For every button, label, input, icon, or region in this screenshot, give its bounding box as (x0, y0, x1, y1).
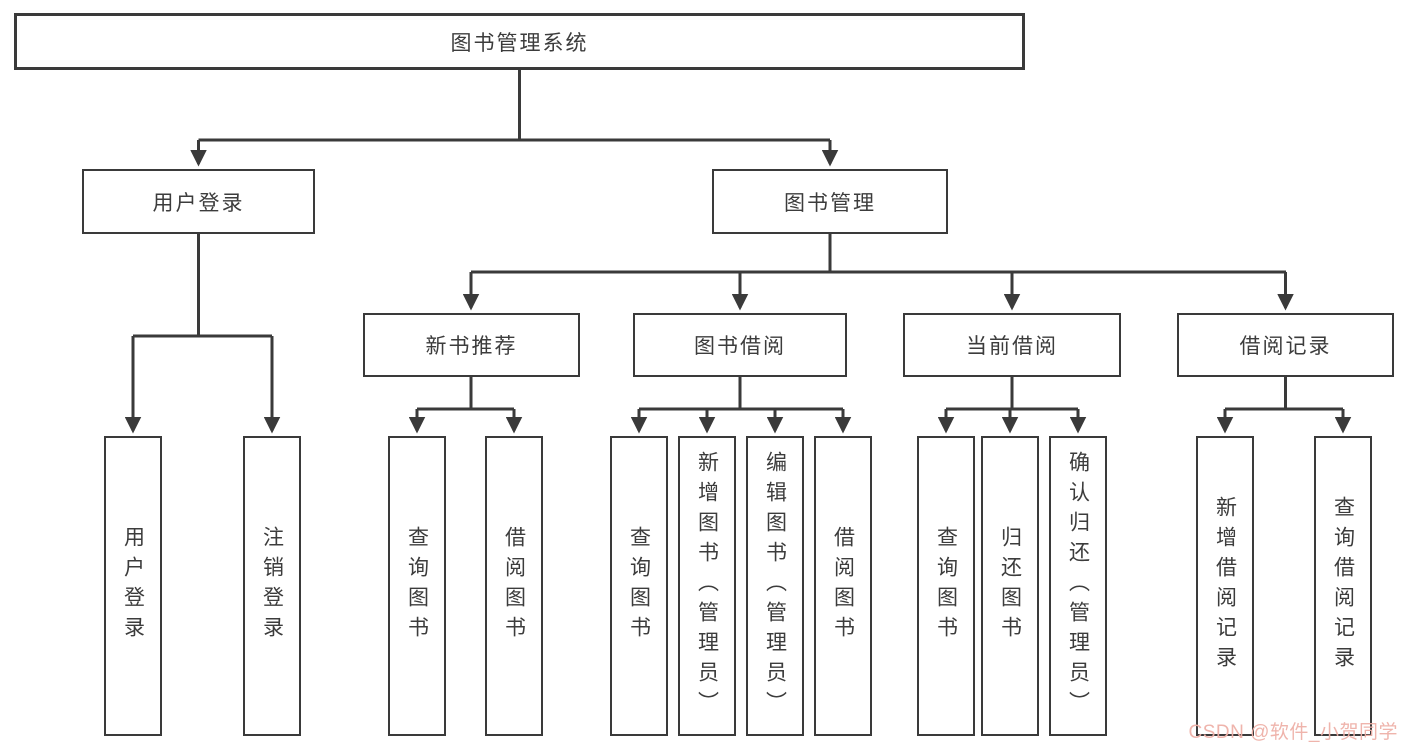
node-label: 借阅记录 (1239, 335, 1332, 358)
node-label: 查询图书 (627, 526, 651, 646)
node-label: 归还图书 (998, 526, 1022, 646)
node-book-management-branch: 图书管理 (712, 169, 948, 234)
node-leaf-query-books-borrowing: 查询图书 (610, 436, 668, 736)
node-root-library-system: 图书管理系统 (14, 13, 1025, 70)
node-new-book-recommend: 新书推荐 (363, 313, 580, 377)
node-label: 新书推荐 (425, 335, 518, 358)
node-leaf-query-books-current: 查询图书 (917, 436, 975, 736)
csdn-watermark: CSDN @软件_小贺同学 (1188, 722, 1398, 743)
connector-arrows (124, 140, 1352, 434)
node-leaf-logout: 注销登录 (243, 436, 301, 736)
node-current-borrowing: 当前借阅 (903, 313, 1121, 377)
node-book-borrowing: 图书借阅 (633, 313, 847, 377)
node-leaf-return-books: 归还图书 (981, 436, 1039, 736)
node-leaf-query-borrow-record: 查询借阅记录 (1314, 436, 1372, 736)
node-label: 编辑图书（管理员） (763, 451, 787, 721)
node-user-login-branch: 用户登录 (82, 169, 315, 234)
node-label: 新增图书（管理员） (695, 451, 719, 721)
node-leaf-add-borrow-record: 新增借阅记录 (1196, 436, 1254, 736)
node-label: 当前借阅 (966, 335, 1058, 358)
node-leaf-borrow-books-recommend: 借阅图书 (485, 436, 543, 736)
node-label: 借阅图书 (831, 526, 855, 646)
node-label: 查询图书 (934, 526, 958, 646)
node-label: 用户登录 (121, 526, 145, 646)
node-label: 查询图书 (405, 526, 429, 646)
node-label: 注销登录 (260, 526, 284, 646)
node-label: 用户登录 (152, 191, 245, 215)
node-leaf-add-books-admin: 新增图书（管理员） (678, 436, 736, 736)
node-label: 查询借阅记录 (1331, 496, 1355, 676)
node-leaf-user-login: 用户登录 (104, 436, 162, 736)
connector-trunks (133, 70, 1343, 411)
node-label: 借阅图书 (502, 526, 526, 646)
node-leaf-query-books-recommend: 查询图书 (388, 436, 446, 736)
node-label: 确认归还（管理员） (1066, 451, 1090, 721)
node-leaf-edit-books-admin: 编辑图书（管理员） (746, 436, 804, 736)
node-label: 图书管理 (784, 191, 876, 215)
node-leaf-borrow-books: 借阅图书 (814, 436, 872, 736)
node-label: 图书借阅 (694, 335, 786, 358)
node-leaf-confirm-return-admin: 确认归还（管理员） (1049, 436, 1107, 736)
node-borrow-records: 借阅记录 (1177, 313, 1394, 377)
node-label: 新增借阅记录 (1213, 496, 1237, 676)
node-root-label: 图书管理系统 (450, 31, 589, 55)
